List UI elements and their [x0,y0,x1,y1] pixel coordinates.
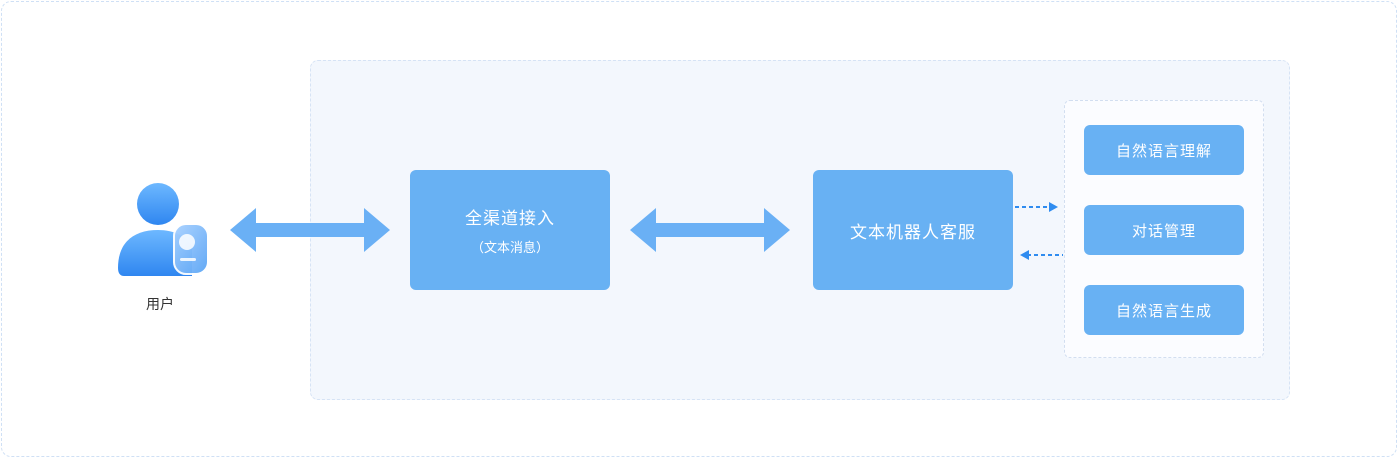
module-nlu: 自然语言理解 [1084,125,1244,175]
text-robot-title: 文本机器人客服 [850,222,976,243]
module-nlg: 自然语言生成 [1084,285,1244,335]
double-arrow-user-channel [230,208,390,252]
double-arrow-channel-robot [630,208,790,252]
channel-access-subtitle: （文本消息） [470,241,549,256]
text-robot-box: 文本机器人客服 [813,170,1013,290]
user-label: 用户 [146,297,174,313]
channel-access-box: 全渠道接入 （文本消息） [410,170,610,290]
module-dialog-management: 对话管理 [1084,205,1244,255]
dashed-arrow-to-robot [1020,250,1063,260]
channel-access-title: 全渠道接入 [465,209,555,229]
dashed-arrow-to-modules [1015,202,1058,212]
user-badge-icon [118,183,209,276]
